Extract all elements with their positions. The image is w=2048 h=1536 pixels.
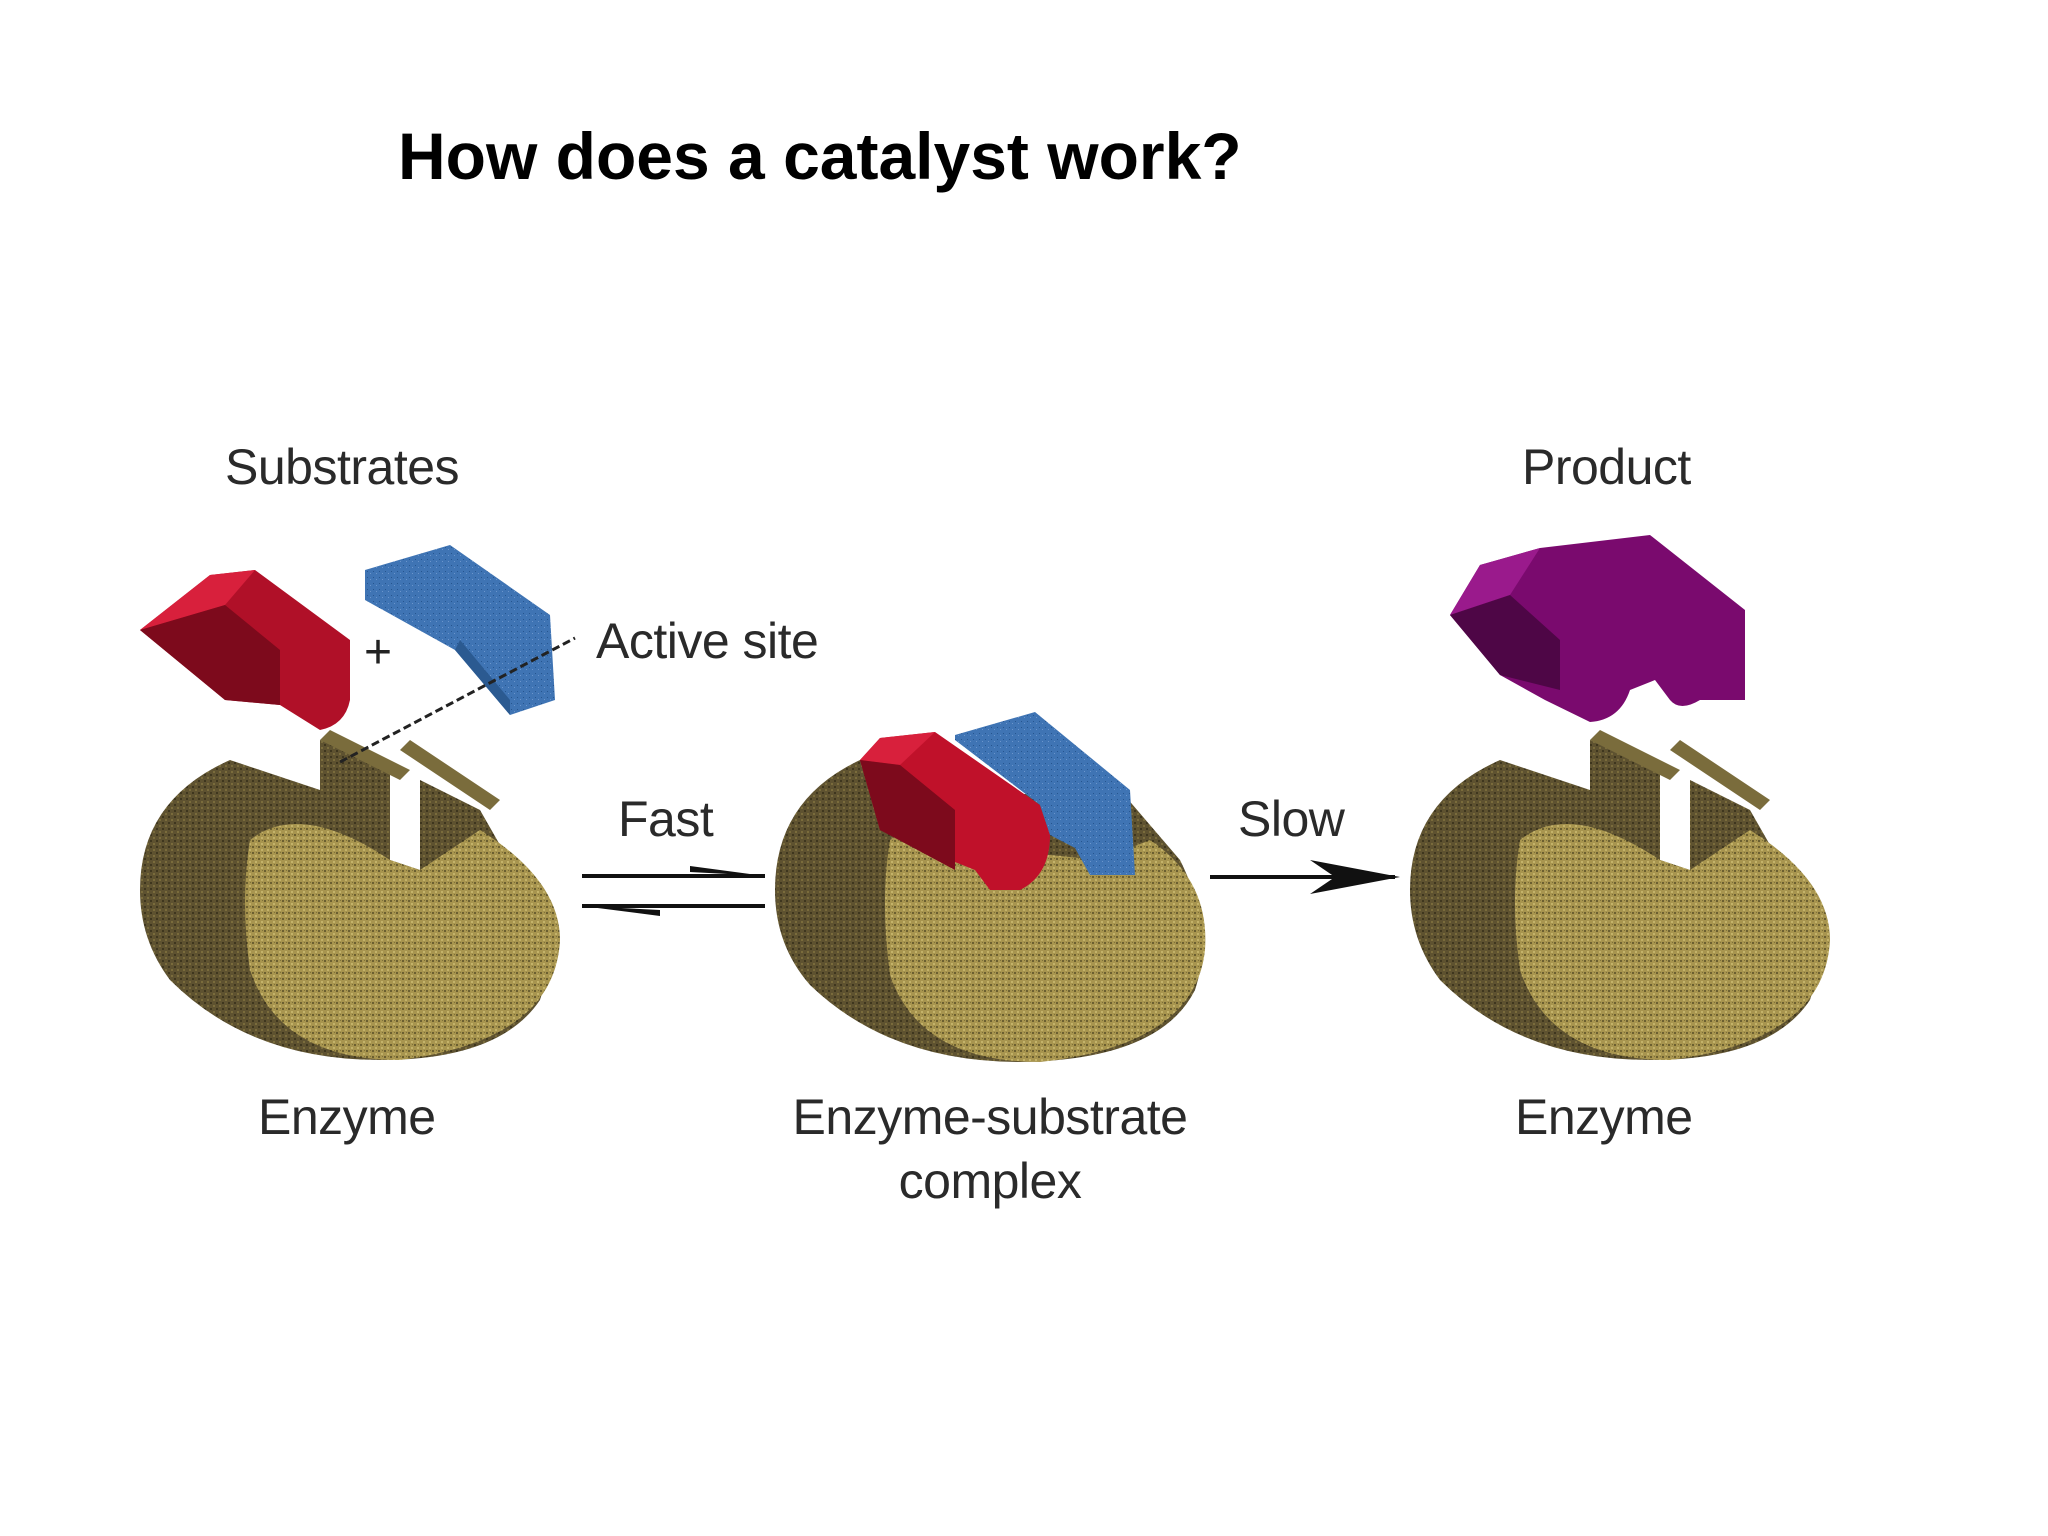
product-shape bbox=[1450, 535, 1745, 722]
slow-arrow bbox=[1210, 860, 1400, 894]
active-site-pointer bbox=[339, 636, 576, 764]
complex-label-line2: complex bbox=[898, 1153, 1082, 1209]
complex-label-line1: Enzyme-substrate bbox=[792, 1089, 1188, 1145]
red-substrate bbox=[140, 570, 350, 730]
enzyme-right-shape bbox=[1410, 730, 1830, 1060]
enzyme-left-label: Enzyme bbox=[258, 1089, 436, 1145]
enzyme-right-label: Enzyme bbox=[1515, 1089, 1693, 1145]
fast-equilibrium-arrows bbox=[582, 866, 765, 916]
page-title: How does a catalyst work? bbox=[398, 119, 1242, 193]
plus-sign: + bbox=[364, 626, 392, 679]
slow-label: Slow bbox=[1238, 791, 1345, 847]
blue-substrate bbox=[365, 545, 555, 715]
product-label: Product bbox=[1522, 439, 1691, 495]
substrates-label: Substrates bbox=[225, 439, 460, 495]
enzyme-left-shape bbox=[140, 730, 560, 1060]
enzyme-substrate-complex-shape bbox=[775, 712, 1206, 1062]
fast-label: Fast bbox=[618, 791, 714, 847]
active-site-label: Active site bbox=[596, 613, 819, 669]
